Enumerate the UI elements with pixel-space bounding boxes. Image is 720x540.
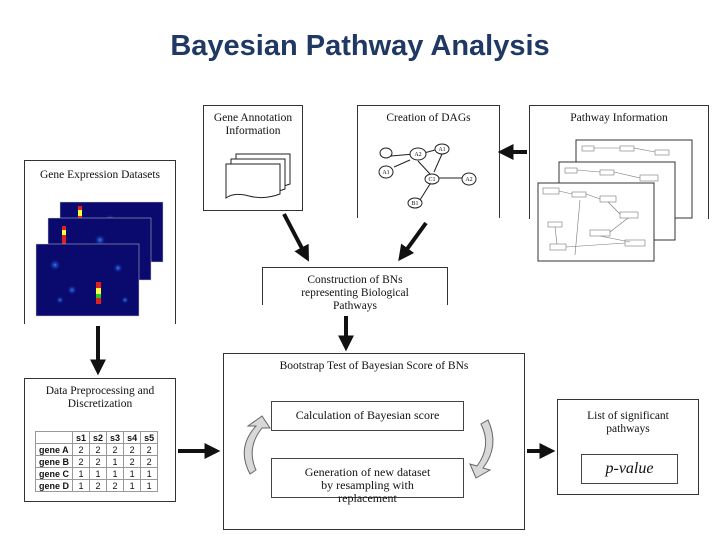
- arrow-dags-to-construction: [398, 221, 428, 262]
- significant-box: List of significant pathways p-value: [557, 399, 699, 495]
- discretized-data-table: s1 s2 s3 s4 s5 gene A 2 2 2 2 2 gene B 2…: [34, 431, 159, 492]
- pvalue-box: p-value: [581, 454, 678, 484]
- construction-box: Construction of BNs representing Biologi…: [262, 267, 448, 312]
- gene-expression-label: Gene Expression Datasets: [39, 169, 161, 181]
- pathway-info-box: Pathway Information: [529, 105, 709, 219]
- dag-node-label: A1: [382, 170, 389, 176]
- table-row: gene A 2 2 2 2 2: [34, 443, 159, 456]
- significant-label: List of significant pathways: [587, 410, 669, 435]
- table-cell: 2: [140, 443, 159, 456]
- dag-node: [434, 143, 450, 155]
- table-cell: 2: [72, 443, 91, 456]
- pathway-info-label: Pathway Information: [570, 112, 668, 124]
- dag-node-label: A2: [465, 177, 472, 183]
- table-cell: 2: [123, 455, 142, 468]
- preprocessing-box: Data Preprocessing and Discretization s1…: [24, 378, 176, 502]
- table-cell: 2: [89, 455, 108, 468]
- pvalue-label: p-value: [605, 460, 654, 477]
- table-row: gene D 1 2 2 1 1: [34, 479, 159, 492]
- arrow-annotation-to-construction: [282, 213, 309, 262]
- table-header: s4: [123, 431, 142, 444]
- dag-node: [379, 147, 393, 159]
- dag-node: [461, 172, 477, 186]
- table-cell: 1: [106, 467, 125, 480]
- table-cell: gene B: [34, 455, 74, 468]
- dag-node: [407, 197, 423, 209]
- table-cell: gene A: [34, 443, 74, 456]
- table-header: s3: [106, 431, 125, 444]
- dags-label: Creation of DAGs: [386, 112, 471, 124]
- document-stack-icon: [225, 153, 291, 199]
- bootstrap-box: Bootstrap Test of Bayesian Score of BNs …: [223, 353, 525, 530]
- dag-node-label: C1: [428, 177, 435, 183]
- gene-annotation-label: Gene Annotation Information: [213, 112, 293, 137]
- generation-box: Generation of new dataset by resampling …: [271, 458, 464, 505]
- table-cell: 2: [106, 443, 125, 456]
- table-cell: gene C: [34, 467, 74, 480]
- table-cell: 1: [123, 479, 142, 492]
- dags-box: Creation of DAGs A2 A1 A1 C1 A2 B1: [357, 105, 500, 218]
- table-cell: 1: [106, 455, 125, 468]
- table-cell: 1: [72, 467, 91, 480]
- table-header-row: s1 s2 s3 s4 s5: [34, 431, 159, 444]
- table-header: [34, 431, 74, 444]
- table-cell: 2: [140, 455, 159, 468]
- table-header: s2: [89, 431, 108, 444]
- gene-expression-box: Gene Expression Datasets: [24, 160, 176, 324]
- table-row: gene C 1 1 1 1 1: [34, 467, 159, 480]
- table-cell: 2: [89, 479, 108, 492]
- table-cell: 1: [140, 479, 159, 492]
- table-row: gene B 2 2 1 2 2: [34, 455, 159, 468]
- table-cell: 2: [89, 443, 108, 456]
- dag-node: [424, 173, 440, 185]
- calc-score-box: Calculation of Bayesian score: [271, 401, 464, 431]
- table-cell: 1: [140, 467, 159, 480]
- table-cell: gene D: [34, 479, 74, 492]
- dag-node-label: B1: [411, 201, 418, 207]
- dag-graph: A2 A1 A1 C1 A2 B1: [378, 143, 477, 209]
- gene-annotation-box: Gene Annotation Information: [203, 105, 303, 211]
- table-header: s5: [140, 431, 159, 444]
- dag-node-label: A1: [438, 147, 445, 153]
- table-header: s1: [72, 431, 91, 444]
- dag-node-label: A2: [414, 152, 421, 158]
- table-cell: 2: [123, 443, 142, 456]
- table-cell: 2: [106, 479, 125, 492]
- construction-label: Construction of BNs representing Biologi…: [301, 274, 409, 312]
- table-cell: 1: [72, 479, 91, 492]
- table-cell: 2: [72, 455, 91, 468]
- page-title: Bayesian Pathway Analysis: [170, 30, 550, 62]
- table-cell: 1: [123, 467, 142, 480]
- bootstrap-label: Bootstrap Test of Bayesian Score of BNs: [279, 360, 469, 372]
- dag-node: [378, 165, 394, 179]
- table-cell: 1: [89, 467, 108, 480]
- preprocessing-label: Data Preprocessing and Discretization: [45, 385, 155, 410]
- dag-node: [409, 147, 427, 161]
